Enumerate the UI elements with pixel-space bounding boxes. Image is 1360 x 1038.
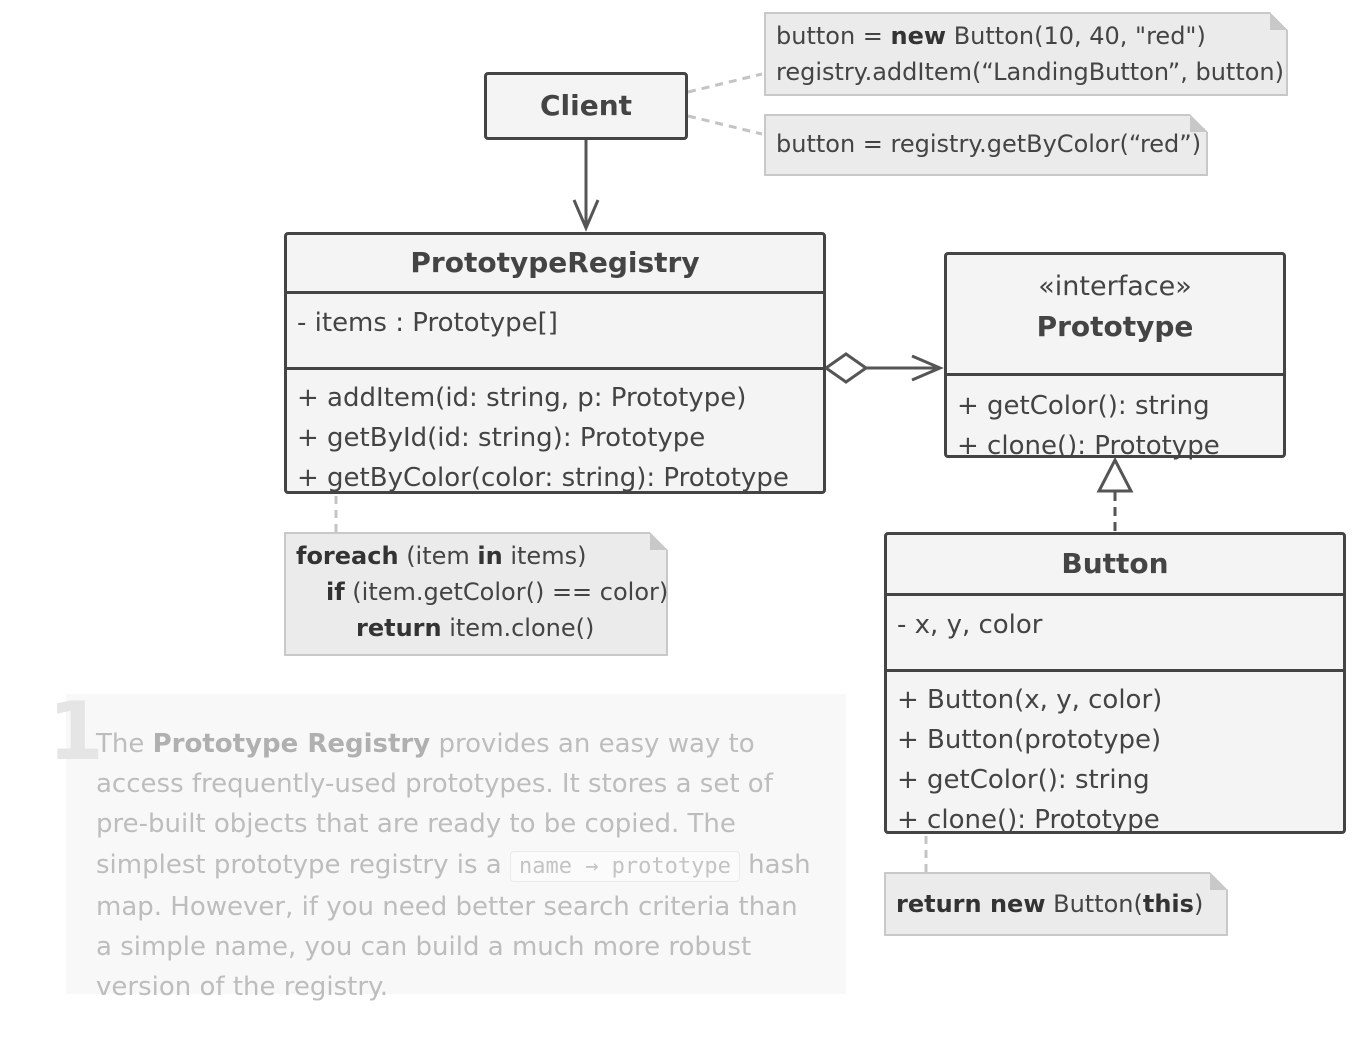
note-fold-icon <box>1190 114 1208 132</box>
description-fragment: The <box>96 729 153 759</box>
note-text: ) <box>1193 890 1204 918</box>
note-text: (item <box>398 542 478 570</box>
button-class: Button - x, y, color + Button(x, y, colo… <box>884 532 1346 835</box>
prototype-stereotype: «interface» <box>1038 271 1192 302</box>
button-method: + Button(prototype) <box>897 725 1162 755</box>
client-title: Client <box>539 89 633 122</box>
registry-methods: + addItem(id: string, p: Prototype) + ge… <box>287 367 823 502</box>
description-code: name → prototype <box>509 850 740 882</box>
client-note-2: button = registry.getByColor(“red”) <box>764 114 1208 176</box>
description-fragment: provides an easy way to access frequentl… <box>96 729 773 880</box>
button-method: + Button(x, y, color) <box>897 685 1163 715</box>
client-note-link-2 <box>687 114 763 136</box>
description-bold: Prototype Registry <box>152 729 431 759</box>
note-text: Button( <box>1045 890 1143 918</box>
note-keyword: return new <box>896 890 1046 918</box>
button-field: - x, y, color <box>897 610 1043 640</box>
note-text: items) <box>502 542 587 570</box>
note-text: item.clone() <box>441 614 595 642</box>
client-note-link-1 <box>687 72 763 94</box>
note-text: button = <box>776 22 891 50</box>
note-keyword: in <box>477 542 503 570</box>
note-fold-icon <box>650 532 668 550</box>
registry-fields: - items : Prototype[] <box>287 291 823 367</box>
description-fragment: hash map. However, if you need better se… <box>96 849 811 1003</box>
button-title: Button <box>1061 547 1169 580</box>
note-text: button = registry.getByColor(“red”) <box>776 130 1202 158</box>
note-keyword: this <box>1142 890 1194 918</box>
registry-method: + getByColor(color: string): Prototype <box>297 463 789 493</box>
aggregation-arrowhead <box>911 354 944 382</box>
note-keyword: if <box>326 578 345 606</box>
registry-method: + addItem(id: string, p: Prototype) <box>297 383 747 413</box>
description-panel: The Prototype Registry provides an easy … <box>66 694 846 1002</box>
client-class: Client <box>484 72 688 140</box>
registry-method: + getById(id: string): Prototype <box>297 423 706 453</box>
button-method: + getColor(): string <box>897 765 1150 795</box>
prototype-interface: «interface» Prototype + getColor(): stri… <box>944 252 1286 461</box>
note-text: registry.addItem(“LandingButton”, button… <box>776 58 1284 86</box>
button-fields: - x, y, color <box>887 593 1343 669</box>
prototype-title: Prototype <box>1036 310 1194 343</box>
note-text: Button(10, 40, "red") <box>946 22 1206 50</box>
aggregation-diamond <box>823 352 869 384</box>
prototype-method: + getColor(): string <box>957 391 1210 421</box>
registry-field: - items : Prototype[] <box>297 308 558 338</box>
registry-title: PrototypeRegistry <box>410 246 700 279</box>
client-note-1: button = new Button(10, 40, "red") regis… <box>764 12 1288 96</box>
prototype-header: «interface» Prototype <box>947 255 1283 373</box>
prototype-registry-class: PrototypeRegistry - items : Prototype[] … <box>284 232 826 494</box>
note-fold-icon <box>1210 872 1228 890</box>
button-method: + clone(): Prototype <box>897 805 1160 835</box>
note-keyword: return <box>356 614 442 642</box>
prototype-methods: + getColor(): string + clone(): Prototyp… <box>947 373 1283 470</box>
button-methods: + Button(x, y, color) + Button(prototype… <box>887 669 1343 844</box>
step-number: 1 <box>48 685 104 778</box>
registry-note: foreach (item in items) if (item.getColo… <box>284 532 668 656</box>
note-keyword: new <box>890 22 947 50</box>
prototype-method: + clone(): Prototype <box>957 431 1220 461</box>
description-text: The Prototype Registry provides an easy … <box>96 724 816 1007</box>
note-keyword: foreach <box>296 542 399 570</box>
realization-triangle <box>1096 456 1134 493</box>
note-fold-icon <box>1270 12 1288 30</box>
button-note: return new Button(this) <box>884 872 1228 936</box>
note-text: (item.getColor() == color) <box>344 578 669 606</box>
client-registry-arrowhead <box>572 199 600 232</box>
